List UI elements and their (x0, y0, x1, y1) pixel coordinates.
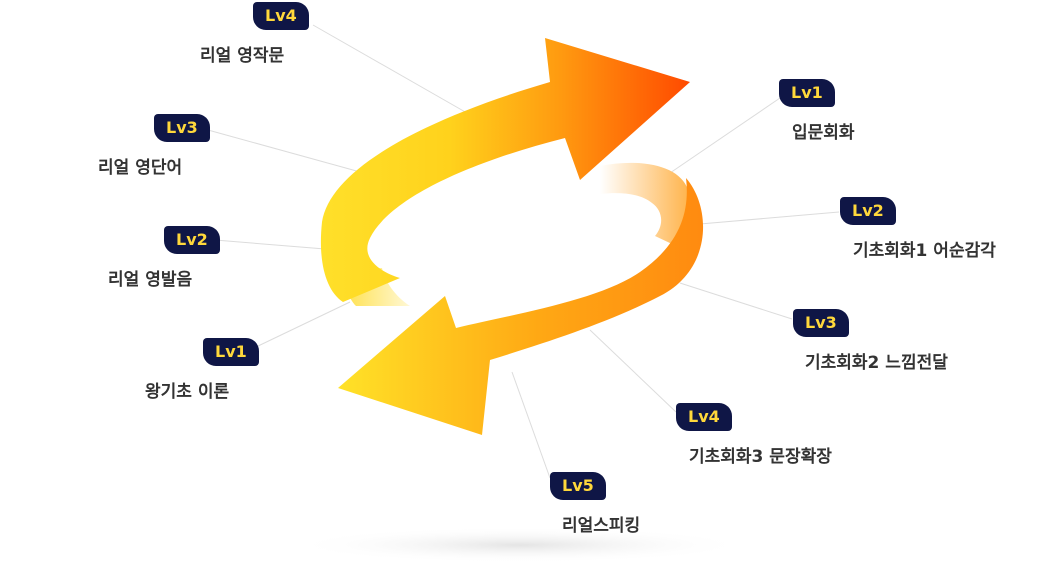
level-badge: Lv2 (164, 226, 220, 254)
floor-shadow (290, 527, 750, 563)
leader-line-right-lv2 (699, 211, 840, 225)
level-title: 리얼 영발음 (108, 270, 193, 290)
level-title: 왕기초 이론 (145, 382, 230, 402)
level-badge: Lv1 (203, 338, 259, 366)
level-title: 기초회화2 느낌전달 (805, 353, 948, 373)
level-badge: Lv3 (154, 114, 210, 142)
upper-cycle-arrow (320, 38, 690, 302)
level-badge: Lv5 (550, 472, 606, 500)
leader-line-right-lv4 (589, 329, 677, 413)
level-badge: Lv2 (840, 197, 896, 225)
leader-line-left-lv4 (312, 24, 489, 126)
level-badge: Lv3 (793, 309, 849, 337)
leader-lines (207, 24, 840, 479)
level-title: 리얼 영작문 (200, 46, 285, 66)
level-title: 기초회화3 문장확장 (689, 447, 832, 467)
level-title: 기초회화1 어순감각 (853, 241, 996, 261)
ribbon-back-right (600, 162, 691, 244)
leader-line-right-lv1 (669, 97, 781, 174)
level-title: 리얼 영단어 (98, 158, 183, 178)
level-badge: Lv4 (253, 2, 309, 30)
leader-line-left-lv1 (255, 301, 351, 348)
level-title: 리얼스피킹 (562, 516, 641, 536)
level-badge: Lv4 (676, 403, 732, 431)
leader-line-left-lv3 (207, 129, 383, 179)
leader-line-left-lv2 (214, 239, 326, 250)
leader-line-right-lv5 (511, 371, 551, 479)
level-badge: Lv1 (779, 79, 835, 107)
leader-line-right-lv3 (679, 282, 793, 320)
level-title: 입문회화 (792, 123, 855, 143)
lower-cycle-arrow (338, 178, 704, 435)
